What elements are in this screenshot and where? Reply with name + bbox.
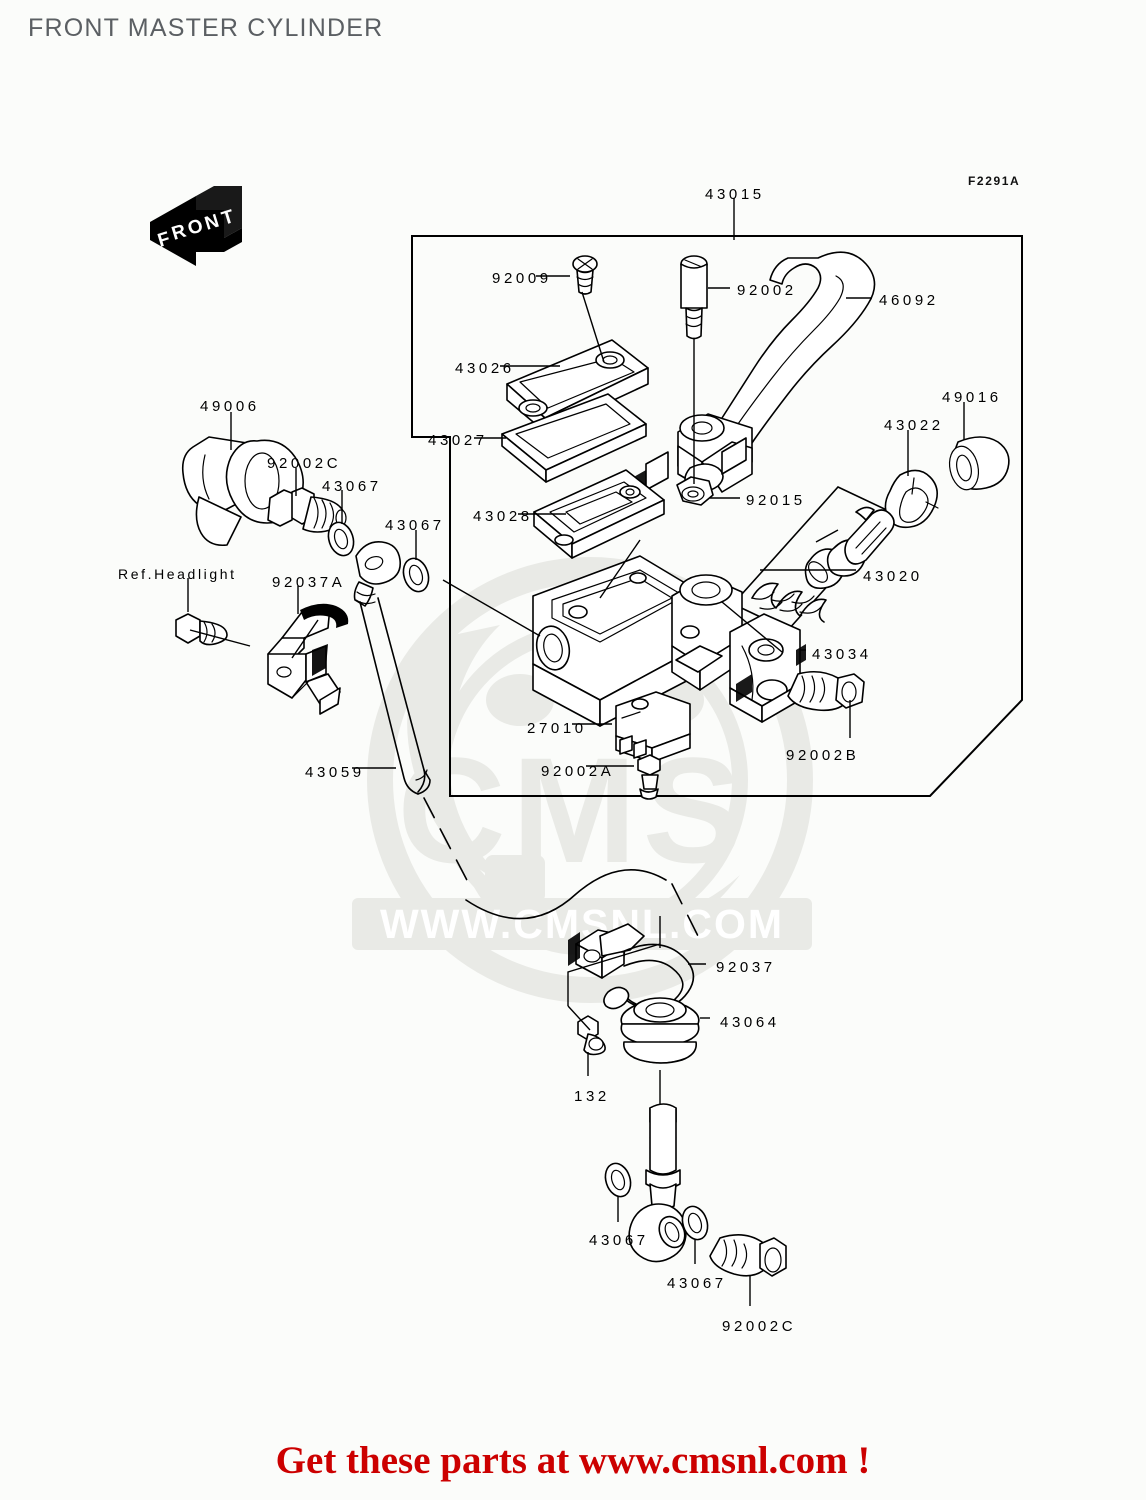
callout-43067-c: 43067 [589,1232,649,1249]
callout-43015: 43015 [705,186,765,203]
callout-43022: 43022 [884,417,944,434]
part-lower-banjo-assembly [628,1103,687,1263]
part-43034-clamp [729,613,806,723]
callout-43027: 43027 [428,432,488,449]
callout-92037: 92037 [716,959,776,976]
svg-text:T: T [219,206,237,230]
footer-cta: Get these parts at www.cmsnl.com ! [275,1439,871,1482]
part-43020-pistonkit [751,506,895,623]
part-lever-perch [632,413,753,506]
part-43028-plate [533,469,665,559]
diagram-code: F2291A [968,174,1021,188]
svg-text:WWW.CMSNL.COM: WWW.CMSNL.COM [380,901,784,947]
part-43067-bottom-2 [681,1205,709,1241]
svg-text:N: N [202,210,222,234]
part-49006 [181,436,304,547]
callout-43067-b: 43067 [385,517,445,534]
callout-27010: 27010 [527,720,587,737]
callout-92002C-bottom: 92002C [722,1318,797,1335]
part-43027-diaphragm [501,393,647,483]
callout-49016: 49016 [942,389,1002,406]
callout-43067-a: 43067 [322,478,382,495]
leader-lines [187,198,965,1306]
callout-43064: 43064 [720,1014,780,1031]
part-43059-hose [353,540,431,795]
part-43067-upper-left [327,521,355,557]
part-27010-switch [615,691,691,763]
callout-43034: 43034 [812,646,872,663]
callout-43059: 43059 [305,764,365,781]
callout-92015: 92015 [746,492,806,509]
callout-43020: 43020 [863,568,923,585]
callout-92002C: 92002C [267,455,342,472]
part-43022-circlip [884,469,939,529]
part-92002-pivotbolt [680,255,708,340]
part-92009-screw [572,255,598,295]
part-43067-bottom-1 [604,1162,632,1198]
hose-routing-dashed [423,797,701,1031]
callout-92009: 92009 [492,270,552,287]
callout-43026: 43026 [455,360,515,377]
part-92037A-clamp [267,603,349,715]
part-92002B-bolt [787,670,865,712]
svg-text:O: O [185,215,206,240]
part-92002C-bottom [709,1234,787,1277]
callout-132: 132 [574,1088,610,1105]
callout-46092: 46092 [879,292,939,309]
callout-92002B: 92002B [786,747,860,764]
callout-92002: 92002 [737,282,797,299]
svg-text:CMS: CMS [397,726,748,894]
svg-text:R: R [169,220,189,244]
part-92002A-bolt [637,754,661,800]
front-arrow-icon: F R O N T [150,186,242,266]
part-92037-clamp [568,923,695,1010]
part-43064-boot [620,997,700,1064]
part-49016-boot [948,436,1010,491]
part-43067-left-2 [402,557,430,593]
callout-92002A: 92002A [541,763,615,780]
assembly-boundary-box [411,235,1023,797]
svg-text:F: F [155,228,173,252]
callout-43067-d: 43067 [667,1275,727,1292]
callout-49006: 49006 [200,398,260,415]
callout-ref-headlight: Ref.Headlight [118,566,237,582]
callout-92037A: 92037A [272,574,346,591]
part-92015-nut [676,476,714,506]
page-title: FRONT MASTER CYLINDER [28,14,384,42]
part-ref-headlight-bolt [175,613,228,646]
callout-43028: 43028 [473,508,533,525]
